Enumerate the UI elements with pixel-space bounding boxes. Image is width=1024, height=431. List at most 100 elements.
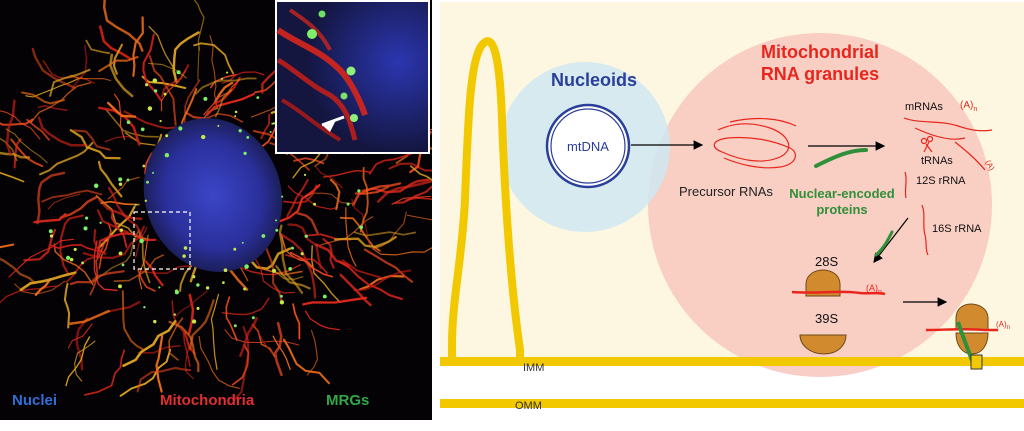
mrg-granule xyxy=(140,127,145,132)
mitochondrion-filament xyxy=(20,91,66,105)
mitochondrion-filament xyxy=(89,240,106,296)
mitochondrion-filament xyxy=(69,270,125,286)
mrg-granule xyxy=(291,246,294,250)
inset-granule xyxy=(350,114,358,122)
mrg-granule xyxy=(271,122,274,125)
subunit39-label: 39S xyxy=(815,311,838,326)
mitochondrion-filament xyxy=(0,257,36,285)
mitochondrion-filament xyxy=(174,290,208,317)
mrg-granule xyxy=(142,164,146,168)
mitochondrion-filament xyxy=(185,336,194,380)
mrg-granule xyxy=(139,238,144,244)
monosome: (A)n xyxy=(925,303,1010,370)
mitochondrion-filament xyxy=(246,247,292,271)
mitochondrion-filament xyxy=(372,245,436,256)
mrg-granule xyxy=(65,255,71,261)
mitochondrion-filament xyxy=(98,55,139,73)
mitochondrion-filament xyxy=(358,274,405,291)
mitochondrion-filament xyxy=(5,99,16,157)
rrna16-label: 16S rRNA xyxy=(932,223,982,235)
mitochondrion-filament xyxy=(359,166,369,233)
mrg-granule xyxy=(233,247,237,251)
mrg-granule xyxy=(313,202,317,206)
mrg-granule xyxy=(191,319,197,324)
mrg-granule xyxy=(275,219,278,222)
mrg-granule xyxy=(220,77,224,80)
mitochondrion-filament xyxy=(107,101,137,118)
mrg-granule xyxy=(73,247,77,251)
mitochondrion-filament xyxy=(69,129,121,160)
mitochondrion-filament xyxy=(102,0,144,52)
mitochondrion-filament xyxy=(209,35,218,109)
mitochondrion-filament xyxy=(113,254,164,282)
mitochondrion-filament xyxy=(34,278,52,297)
mitochondrion-filament xyxy=(193,42,235,75)
mitochondrion-filament xyxy=(252,323,273,354)
mitochondrion-filament xyxy=(97,160,123,198)
mrg-granule xyxy=(146,180,149,184)
mitochondrion-filament xyxy=(183,331,196,355)
mitochondrion-filament xyxy=(49,243,102,253)
mrg-granule xyxy=(99,221,102,224)
mitochondrion-filament xyxy=(285,254,328,274)
granules-title-line2: RNA granules xyxy=(761,64,879,84)
arrow-pointer-icon xyxy=(321,115,345,127)
mitochondrion-filament xyxy=(144,260,164,287)
mrna-strand xyxy=(903,117,993,132)
mitochondrion-filament xyxy=(310,245,341,304)
mitochondrion-filament xyxy=(119,348,172,397)
trnas-label: tRNAs xyxy=(921,155,953,167)
mrg-granule xyxy=(159,119,162,123)
mrnas-label: mRNAs xyxy=(905,101,943,113)
mrg-granule xyxy=(244,264,249,269)
mrg-granule xyxy=(165,134,169,138)
mrna-polya: (A)n xyxy=(960,100,977,113)
mitochondrion-filament xyxy=(49,68,91,97)
mrg-granule xyxy=(243,151,247,156)
subunit28-label: 28S xyxy=(815,254,838,269)
mitochondrion-filament xyxy=(5,128,48,164)
mitochondrion-filament xyxy=(329,178,341,211)
mrg-granule xyxy=(176,70,181,75)
mitochondrion-filament xyxy=(53,243,94,286)
mrg-granule xyxy=(271,268,277,273)
mitochondrion-filament xyxy=(391,195,432,205)
mitochondrion-filament xyxy=(296,212,319,235)
mitochondrion-filament xyxy=(59,214,84,276)
mrg-granule xyxy=(281,195,284,198)
membrane-insertase xyxy=(970,354,983,370)
mrg-granule xyxy=(272,122,276,125)
rrna12-label: 12S rRNA xyxy=(916,175,966,187)
mitochondrion-filament xyxy=(304,310,340,331)
scissors-icon xyxy=(920,135,934,153)
mitochondrion-filament xyxy=(104,108,159,138)
crista-membrane xyxy=(448,37,524,362)
mrg-granule xyxy=(234,110,238,114)
inset-granule xyxy=(307,29,317,39)
inset-granule xyxy=(340,92,348,100)
mrg-granule xyxy=(346,202,350,206)
mrg-granule xyxy=(280,294,283,298)
mitochondrion-filament xyxy=(205,92,255,117)
mitochondrion-filament xyxy=(283,184,318,204)
mitochondrion-filament xyxy=(36,171,66,225)
mitochondrion-filament xyxy=(0,110,41,140)
schematic-panel: IMM OMM Nucleoids Mitochondrial RNA gran… xyxy=(432,0,1024,420)
arrowhead-icon xyxy=(322,120,336,132)
mrg-granule xyxy=(173,313,176,316)
mrg-granule xyxy=(152,171,154,174)
mitochondrion-filament xyxy=(138,234,149,290)
mitochondrion-filament xyxy=(98,222,112,270)
inset-granule xyxy=(346,66,356,76)
mitochondrion-filament xyxy=(31,47,76,89)
mitochondrion-filament xyxy=(189,299,215,351)
trna-strand xyxy=(904,171,907,199)
mitochondrion-filament xyxy=(65,256,94,284)
mrg-granule xyxy=(147,106,153,111)
mitochondrion-filament xyxy=(289,251,334,278)
mitochondrion-filament xyxy=(353,269,412,292)
mrg-granule xyxy=(164,152,170,158)
mitochondrion-filament xyxy=(302,296,368,306)
mrg-granule xyxy=(241,241,244,244)
mrg-granule xyxy=(121,263,125,267)
